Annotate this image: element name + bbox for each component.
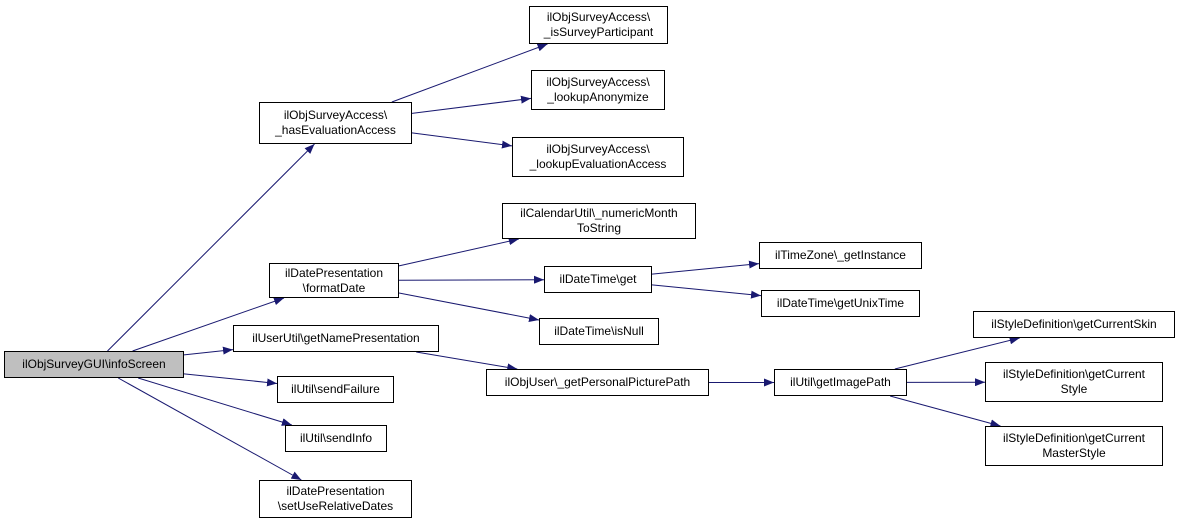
node-label-line: ilTimeZone\_getInstance	[775, 248, 906, 262]
node-is-survey-participant[interactable]: ilObjSurveyAccess\ _isSurveyParticipant	[529, 6, 668, 44]
edge-hasEval-to-isPart	[391, 43, 548, 103]
edge-root-to-hasEval	[107, 143, 315, 352]
edge-imgPath-to-master	[890, 395, 1001, 428]
edge-root-to-fmtDate	[132, 297, 285, 352]
node-get-current-style[interactable]: ilStyleDefinition\getCurrent Style	[985, 362, 1163, 402]
node-get-current-skin[interactable]: ilStyleDefinition\getCurrentSkin	[973, 311, 1175, 338]
node-has-evaluation-access[interactable]: ilObjSurveyAccess\ _hasEvaluationAccess	[259, 102, 412, 144]
edge-fmtDate-to-dtNull	[398, 292, 540, 322]
node-get-personal-picture-path[interactable]: ilObjUser\_getPersonalPicturePath	[486, 369, 709, 396]
node-label-line: ilDateTime\get	[559, 272, 637, 286]
node-label-line: ilUserUtil\getNamePresentation	[252, 331, 420, 345]
node-label-line: ilObjSurveyAccess\	[283, 108, 388, 122]
node-label-line: _isSurveyParticipant	[543, 25, 654, 39]
node-datetime-get[interactable]: ilDateTime\get	[544, 266, 652, 293]
edge-fmtDate-to-dtGet	[398, 275, 545, 284]
node-label-line: ilObjUser\_getPersonalPicturePath	[504, 375, 691, 389]
node-label-line: ToString	[576, 221, 622, 235]
edge-hasEval-to-lookEval	[411, 132, 513, 149]
node-numeric-month-to-string[interactable]: ilCalendarUtil\_numericMonth ToString	[502, 203, 696, 239]
node-label-line: ilStyleDefinition\getCurrentSkin	[991, 317, 1157, 331]
node-label-line: ilUtil\getImagePath	[790, 375, 891, 389]
node-ilobjsurveygui-infoscreen[interactable]: ilObjSurveyGUI\infoScreen	[4, 351, 184, 378]
node-datetime-get-unix-time[interactable]: ilDateTime\getUnixTime	[761, 290, 920, 317]
edge-root-to-sendInfo	[138, 377, 292, 426]
node-format-date[interactable]: ilDatePresentation \formatDate	[269, 263, 399, 298]
node-label-line: ilObjSurveyAccess\	[546, 10, 651, 24]
node-label-line: ilObjSurveyAccess\	[546, 75, 650, 89]
node-get-current-master-style[interactable]: ilStyleDefinition\getCurrent MasterStyle	[985, 426, 1163, 466]
node-label-line: \formatDate	[302, 280, 366, 295]
node-label-line: Style	[1060, 382, 1088, 396]
node-label-line: ilObjSurveyGUI\infoScreen	[22, 357, 166, 371]
edge-layer	[107, 43, 1020, 481]
node-label-line: ilDateTime\isNull	[554, 324, 644, 338]
node-get-name-presentation[interactable]: ilUserUtil\getNamePresentation	[233, 325, 439, 352]
node-label-line: ilUtil\sendFailure	[291, 382, 380, 396]
edge-dtGet-to-tzInst	[651, 260, 760, 275]
edge-root-to-relDates	[117, 377, 302, 481]
node-label-line: ilCalendarUtil\_numericMonth	[520, 206, 678, 220]
node-lookup-evaluation-access[interactable]: ilObjSurveyAccess\ _lookupEvaluationAcce…	[512, 137, 684, 177]
edge-hasEval-to-lookAnon	[411, 95, 532, 114]
edge-root-to-userUtil	[183, 346, 234, 356]
edge-root-to-sendFail	[183, 373, 278, 387]
edge-dtGet-to-dtUnix	[651, 284, 762, 299]
node-send-failure[interactable]: ilUtil\sendFailure	[277, 376, 394, 403]
node-label-line: ilStyleDefinition\getCurrent	[1002, 367, 1146, 381]
node-label-line: MasterStyle	[1042, 446, 1106, 460]
node-get-image-path[interactable]: ilUtil\getImagePath	[774, 369, 907, 396]
node-label-line: ilStyleDefinition\getCurrent	[1002, 431, 1146, 445]
node-label-line: ilObjSurveyAccess\	[546, 142, 650, 156]
node-label-line: ilDatePresentation	[286, 484, 385, 498]
node-set-use-relative-dates[interactable]: ilDatePresentation \setUseRelativeDates	[259, 480, 412, 518]
node-label-line: _lookupAnonymize	[547, 90, 649, 104]
edge-imgPath-to-skin	[894, 336, 1020, 370]
node-label-line: _hasEvaluationAccess	[275, 123, 396, 137]
node-label-line: ilDatePresentation	[284, 265, 384, 280]
node-send-info[interactable]: ilUtil\sendInfo	[285, 425, 387, 452]
node-lookup-anonymize[interactable]: ilObjSurveyAccess\ _lookupAnonymize	[531, 70, 665, 110]
edge-userUtil-to-picPath	[416, 351, 518, 372]
node-datetime-is-null[interactable]: ilDateTime\isNull	[539, 318, 659, 345]
node-label-line: _lookupEvaluationAccess	[529, 157, 667, 171]
node-label-line: \setUseRelativeDates	[277, 499, 394, 513]
node-timezone-get-instance[interactable]: ilTimeZone\_getInstance	[759, 242, 922, 269]
node-label-line: ilUtil\sendInfo	[299, 431, 373, 445]
node-label-line: ilDateTime\getUnixTime	[776, 296, 905, 310]
edge-fmtDate-to-calUtil	[398, 237, 519, 267]
